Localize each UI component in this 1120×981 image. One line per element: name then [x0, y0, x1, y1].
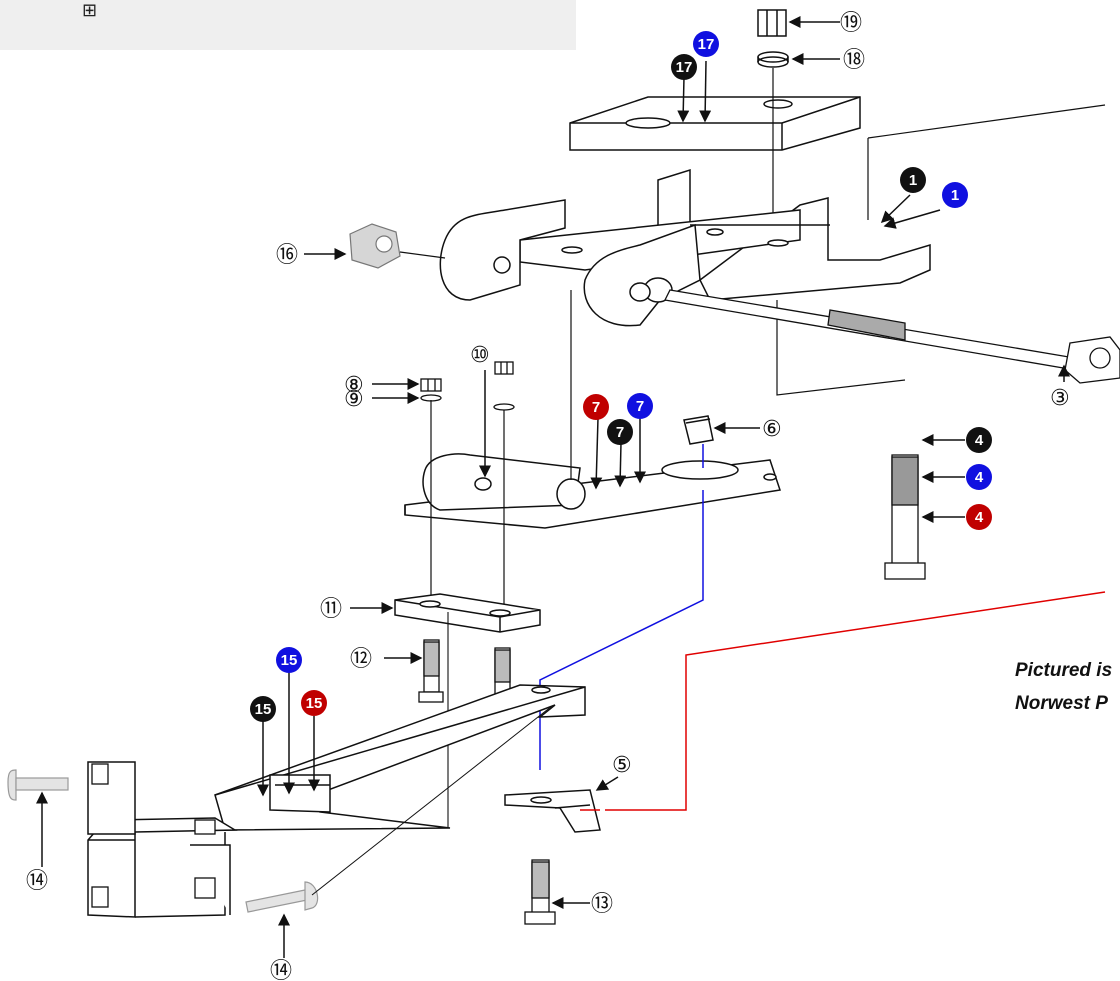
blue-connector-line: [539, 490, 704, 770]
frame-lines: [776, 104, 1106, 396]
long-bolt-3: [664, 289, 1120, 384]
callout-12: ⑫: [350, 647, 372, 672]
badge-15-blue: 15: [276, 647, 302, 673]
caption-line-1: Pictured is: [1015, 660, 1113, 681]
badge-4-red: 4: [966, 504, 992, 530]
callout-19: ⑲: [840, 11, 862, 36]
svg-text:4: 4: [975, 432, 984, 449]
svg-text:15: 15: [281, 652, 298, 669]
callout-18: ⑱: [843, 48, 865, 73]
clip-part-5: [504, 789, 601, 833]
badge-1-blue: 1: [942, 182, 968, 208]
callout-6: ⑥: [762, 417, 782, 442]
svg-text:17: 17: [676, 59, 693, 76]
callout-11: ⑪: [320, 597, 342, 622]
badge-17-black: 17: [671, 54, 697, 80]
block-part-11: [394, 593, 541, 633]
bolt-part-4: [884, 454, 926, 580]
nut-10-pair: [493, 361, 515, 411]
svg-text:1: 1: [909, 172, 917, 189]
callout-8: ⑧: [344, 373, 364, 398]
leader-arrows: [36, 16, 1070, 958]
bracket-part-1: [439, 168, 931, 327]
rail-nuts: [91, 763, 216, 908]
callout-14-bottom: ⑭: [270, 959, 292, 981]
callout-13: ⑬: [591, 892, 613, 917]
top-plate: [569, 96, 861, 151]
svg-text:7: 7: [636, 398, 644, 415]
washer-18: [757, 51, 789, 68]
top-toolbar: ⊞: [0, 0, 576, 50]
svg-text:4: 4: [975, 469, 984, 486]
caption-text: Pictured is Norwest P: [1015, 654, 1120, 720]
badge-7-blue: 7: [627, 393, 653, 419]
badge-7-red: 7: [583, 394, 609, 420]
red-connector-line: [605, 591, 1106, 811]
nut-16: [349, 223, 401, 269]
bolt-13: [524, 859, 556, 925]
nut-8: [420, 378, 442, 392]
svg-text:7: 7: [616, 424, 624, 441]
nut-19: [757, 9, 787, 37]
badge-15-red: 15: [301, 690, 327, 716]
callout-3: ③: [1050, 386, 1070, 411]
svg-text:7: 7: [592, 399, 600, 416]
callout-labels: ⑲ ⑱ ⑯ ③ ⑩ ⑧ ⑨ ⑥ ⑪ ⑫ ⑤ ⑬ ⑭ ⑭: [26, 11, 1070, 981]
callout-9: ⑨: [344, 387, 364, 412]
grid-icon[interactable]: ⊞: [82, 0, 98, 21]
svg-text:15: 15: [255, 701, 272, 718]
plate-part-7: [404, 453, 781, 529]
badge-17-blue: 17: [693, 31, 719, 57]
badge-callouts: 17 17 1 1 7 7 7 4: [250, 31, 992, 722]
svg-text:17: 17: [698, 36, 715, 53]
badge-1-black: 1: [900, 167, 926, 193]
bolt-14-right: [245, 881, 319, 913]
badge-7-black: 7: [607, 419, 633, 445]
svg-text:1: 1: [951, 187, 959, 204]
callout-5: ⑤: [612, 753, 632, 778]
svg-text:4: 4: [975, 509, 984, 526]
caption-line-2: Norwest P: [1015, 693, 1108, 714]
callout-16: ⑯: [276, 243, 298, 268]
nut-6: [683, 415, 714, 445]
badge-4-blue: 4: [966, 464, 992, 490]
svg-text:15: 15: [306, 695, 323, 712]
bolt-14-left: [7, 769, 69, 801]
badge-15-black: 15: [250, 696, 276, 722]
callout-10: ⑩: [470, 343, 490, 368]
badge-4-black: 4: [966, 427, 992, 453]
callout-14-left: ⑭: [26, 869, 48, 894]
